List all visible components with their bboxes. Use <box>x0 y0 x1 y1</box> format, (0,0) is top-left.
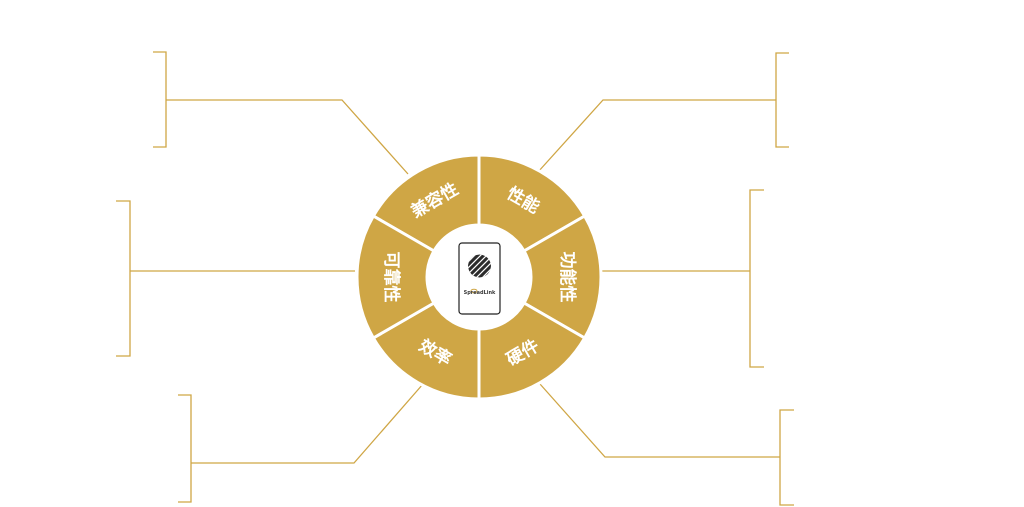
segment-label-reliability: 可靠性 <box>381 252 402 303</box>
bracket-efficiency <box>178 394 192 503</box>
bracket-compatibility <box>153 51 167 148</box>
connector-lines <box>116 51 794 506</box>
device-logo-text: SpreadLink <box>464 290 496 296</box>
feature-wheel: 兼容性性能功能性硬件效率可靠性 <box>355 153 603 401</box>
segment-label-functionality: 功能性 <box>557 252 578 303</box>
bracket-hardware <box>779 409 794 506</box>
connector-compatibility <box>166 99 409 175</box>
connector-efficiency <box>191 383 424 464</box>
bracket-performance <box>775 52 789 148</box>
center-device: SpreadLink <box>427 225 531 329</box>
connector-hardware <box>539 383 780 458</box>
bracket-reliability <box>116 200 131 357</box>
bracket-functionality <box>749 189 764 368</box>
connector-performance <box>537 99 776 173</box>
logo-mark-icon <box>470 288 478 294</box>
device-speaker-icon <box>458 242 501 315</box>
